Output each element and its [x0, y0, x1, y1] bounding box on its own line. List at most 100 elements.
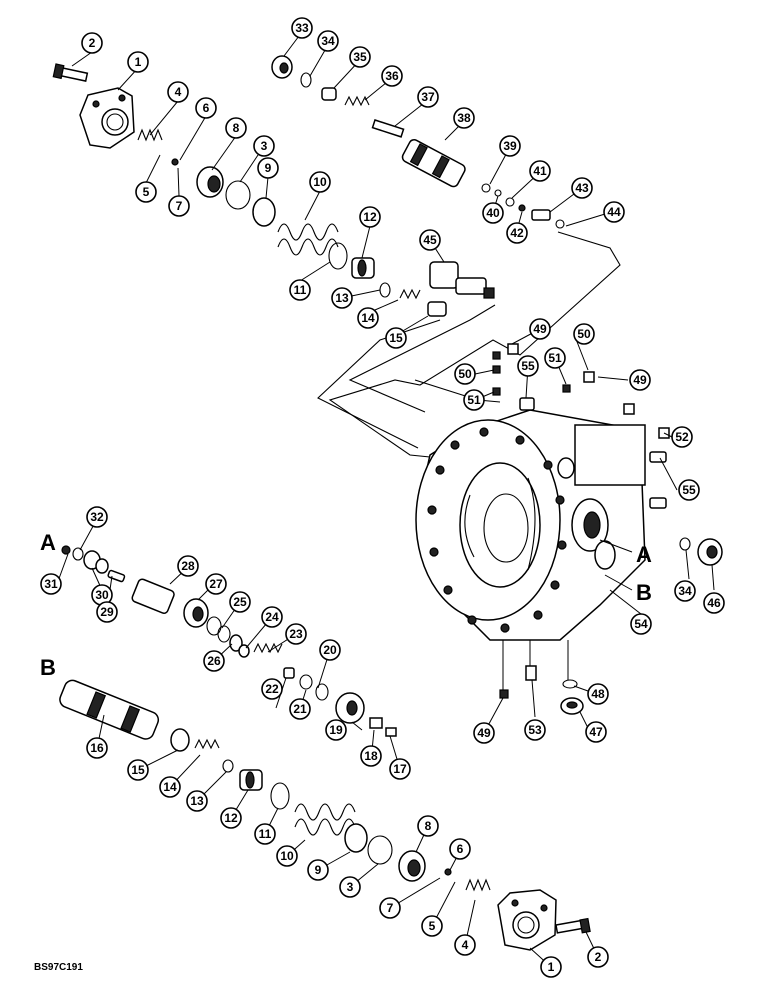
- svg-text:25: 25: [233, 595, 247, 609]
- svg-text:30: 30: [95, 588, 109, 602]
- callout-38: 38: [453, 107, 475, 129]
- callout-19: 19: [325, 719, 347, 741]
- ball-part: [518, 204, 526, 212]
- callout-12a: 12: [359, 206, 381, 228]
- callout-41: 41: [529, 160, 551, 182]
- svg-text:21: 21: [293, 702, 307, 716]
- screw-part: [385, 727, 397, 737]
- large-spring-part: [294, 803, 356, 836]
- spring-part: [344, 95, 370, 107]
- callout-20: 20: [319, 639, 341, 661]
- svg-text:32: 32: [90, 510, 104, 524]
- sleeve-part: [239, 769, 263, 791]
- plug-part: [519, 397, 535, 411]
- callout-55a: 55: [517, 355, 539, 377]
- shim-ring-part: [344, 823, 368, 853]
- o-ring-part: [300, 72, 312, 88]
- upper-valve-parts: [52, 63, 495, 317]
- svg-text:49: 49: [477, 726, 491, 740]
- plug-part: [427, 301, 447, 317]
- callout-15b: 15: [127, 759, 149, 781]
- svg-text:42: 42: [510, 226, 524, 240]
- callout-2b: 2: [587, 946, 609, 968]
- svg-text:50: 50: [577, 327, 591, 341]
- callout-25: 25: [229, 591, 251, 613]
- callout-10b: 10: [276, 845, 298, 867]
- cartridge-part: [429, 261, 495, 299]
- callout-22: 22: [261, 678, 283, 700]
- svg-text:41: 41: [533, 164, 547, 178]
- callout-36: 36: [381, 65, 403, 87]
- svg-text:20: 20: [323, 643, 337, 657]
- spring-part: [253, 642, 283, 654]
- callout-21: 21: [289, 698, 311, 720]
- callout-16: 16: [86, 737, 108, 759]
- svg-text:24: 24: [265, 610, 279, 624]
- o-ring-part: [206, 616, 222, 636]
- piston-part: [183, 598, 209, 628]
- svg-text:27: 27: [209, 577, 223, 591]
- nut-part: [369, 717, 383, 729]
- svg-text:52: 52: [675, 430, 689, 444]
- callout-18: 18: [360, 745, 382, 767]
- svg-text:10: 10: [280, 849, 294, 863]
- svg-text:9: 9: [315, 863, 322, 877]
- svg-text:14: 14: [361, 311, 375, 325]
- svg-text:6: 6: [457, 842, 464, 856]
- callout-54: 54: [630, 613, 652, 635]
- cap-part: [560, 697, 584, 715]
- o-ring-part: [367, 835, 393, 865]
- ball-part: [444, 868, 452, 876]
- spool-part: [401, 139, 466, 188]
- svg-text:15: 15: [389, 331, 403, 345]
- cap-part: [697, 538, 723, 566]
- plug-part: [170, 728, 190, 752]
- svg-text:13: 13: [190, 794, 204, 808]
- callout-13a: 13: [331, 287, 353, 309]
- callout-42: 42: [506, 222, 528, 244]
- svg-text:51: 51: [467, 393, 481, 407]
- bolt-part: [555, 917, 591, 934]
- section-letter-a-left: A: [40, 530, 56, 555]
- ring-part: [222, 759, 234, 773]
- plug-part: [562, 384, 571, 393]
- svg-text:2: 2: [595, 950, 602, 964]
- callout-26: 26: [203, 650, 225, 672]
- routing-lines: [317, 231, 621, 459]
- callout-34b: 34: [674, 580, 696, 602]
- svg-text:34: 34: [678, 584, 692, 598]
- svg-text:11: 11: [259, 827, 272, 841]
- callout-31: 31: [40, 573, 62, 595]
- callout-45: 45: [419, 229, 441, 251]
- plug-part: [499, 689, 509, 699]
- plug-part: [507, 343, 519, 355]
- seat-part: [321, 87, 337, 101]
- plug-part: [525, 665, 537, 681]
- bolt-holes: [427, 427, 567, 633]
- svg-text:14: 14: [163, 780, 177, 794]
- callout-15a: 15: [385, 327, 407, 349]
- callout-33: 33: [291, 17, 313, 39]
- callout-7a: 7: [168, 195, 190, 217]
- washer-part: [229, 634, 243, 652]
- sleeve-part: [131, 578, 175, 615]
- svg-text:44: 44: [607, 205, 621, 219]
- plug-part: [492, 351, 501, 360]
- pump-housing: [415, 409, 646, 641]
- callout-7b: 7: [379, 897, 401, 919]
- callout-10a: 10: [309, 171, 331, 193]
- svg-text:46: 46: [707, 596, 721, 610]
- callout-43: 43: [571, 177, 593, 199]
- shim-ring-part: [252, 197, 276, 227]
- plug-part: [649, 497, 667, 509]
- svg-text:12: 12: [363, 210, 377, 224]
- plug-part: [623, 403, 635, 415]
- svg-text:4: 4: [175, 85, 182, 99]
- callout-32: 32: [86, 506, 108, 528]
- plug-part: [649, 451, 667, 463]
- washer-part: [328, 242, 348, 270]
- callout-39: 39: [499, 135, 521, 157]
- svg-text:48: 48: [591, 687, 605, 701]
- svg-text:29: 29: [100, 605, 114, 619]
